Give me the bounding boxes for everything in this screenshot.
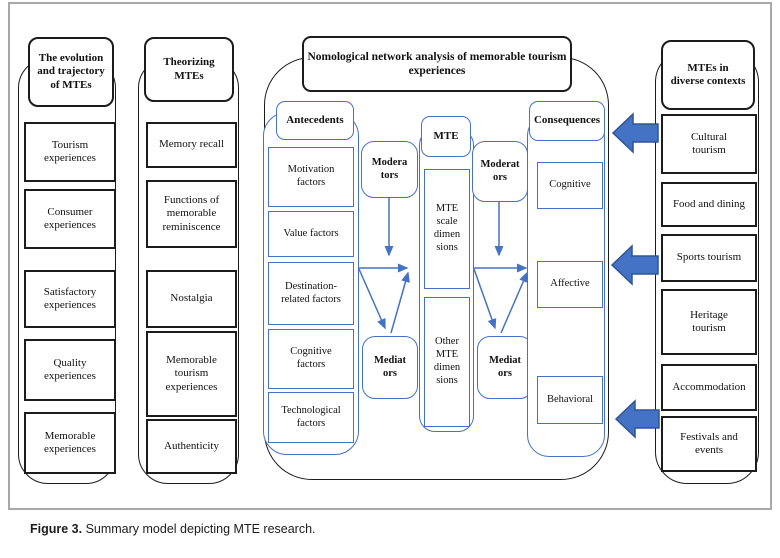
theorizing-column-header: Theorizing MTEs: [144, 37, 234, 102]
contexts-column-header: MTEs in diverse contexts: [661, 40, 755, 110]
mediators-right-box: Mediat ors: [477, 336, 533, 399]
moderators-right-box: Moderat ors: [472, 141, 528, 202]
context-item: Heritage tourism: [661, 289, 757, 355]
context-item: Accommodation: [661, 364, 757, 411]
evolution-item: Tourism experiences: [24, 122, 116, 182]
consequence-item: Behavioral: [537, 376, 603, 424]
mte-scale-dimensions-box: MTE scale dimen sions: [424, 169, 470, 289]
antecedent-item: Destination- related factors: [268, 262, 354, 325]
evolution-item: Satisfactory experiences: [24, 270, 116, 328]
antecedent-item: Technological factors: [268, 392, 354, 443]
antecedent-item: Value factors: [268, 211, 354, 257]
moderators-left-box: Modera tors: [361, 141, 418, 198]
theorizing-item: Authenticity: [146, 419, 237, 474]
context-item: Sports tourism: [661, 234, 757, 282]
evolution-item: Consumer experiences: [24, 189, 116, 249]
evolution-item: Memorable experiences: [24, 412, 116, 474]
antecedent-item: Motivation factors: [268, 147, 354, 207]
theorizing-item: Functions of memorable reminiscence: [146, 180, 237, 248]
figure-caption: Figure 3. Summary model depicting MTE re…: [30, 522, 316, 536]
mediators-left-box: Mediat ors: [362, 336, 418, 399]
theorizing-item: Memory recall: [146, 122, 237, 168]
consequence-item: Affective: [537, 261, 603, 308]
mte-header: MTE: [421, 116, 471, 157]
consequences-header: Consequences: [529, 101, 605, 141]
other-mte-dimensions-box: Other MTE dimen sions: [424, 297, 470, 427]
consequence-item: Cognitive: [537, 162, 603, 209]
context-item: Festivals and events: [661, 416, 757, 472]
evolution-item: Quality experiences: [24, 339, 116, 401]
theorizing-item: Nostalgia: [146, 270, 237, 328]
antecedents-header: Antecedents: [276, 101, 354, 140]
context-item: Cultural tourism: [661, 114, 757, 174]
antecedent-item: Cognitive factors: [268, 329, 354, 389]
context-item: Food and dining: [661, 182, 757, 227]
evolution-column-header: The evolution and trajectory of MTEs: [28, 37, 114, 107]
figure-caption-text: Summary model depicting MTE research.: [82, 522, 316, 536]
figure-caption-label: Figure 3.: [30, 522, 83, 536]
theorizing-item: Memorable tourism experiences: [146, 331, 237, 417]
network-title: Nomological network analysis of memorabl…: [302, 36, 572, 92]
